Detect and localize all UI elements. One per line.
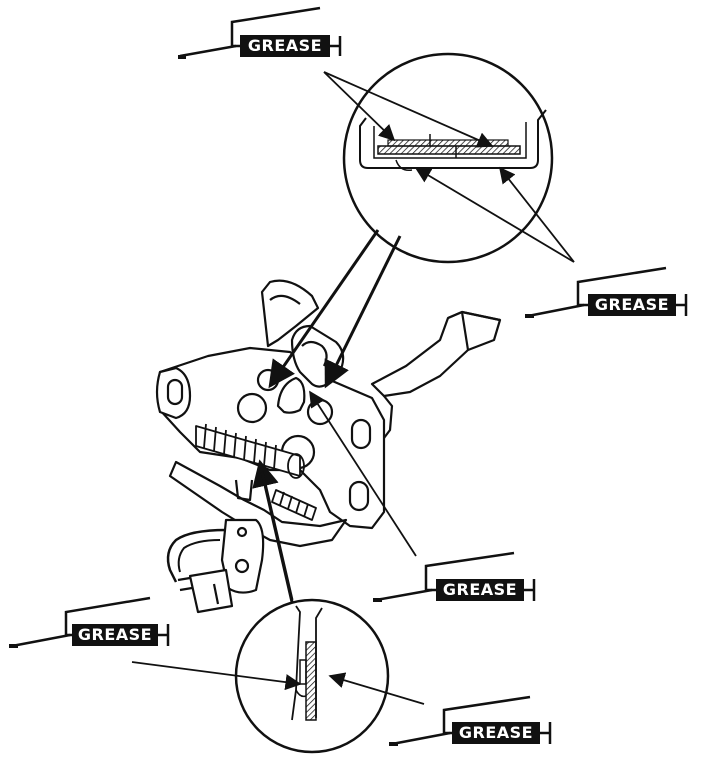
grease-gun-icon (525, 266, 688, 318)
grease-gun-icon (178, 6, 342, 59)
grease-label: GREASE (72, 624, 158, 646)
upper-detail-view (342, 52, 554, 264)
grease-label: GREASE (588, 294, 676, 316)
grease-gun-icon (9, 596, 170, 648)
grease-label: GREASE (452, 722, 540, 744)
grease-label: GREASE (240, 35, 330, 57)
grease-label: GREASE (436, 579, 524, 601)
leader-lines (131, 71, 575, 705)
grease-gun-icon (389, 695, 552, 746)
lower-detail-view (234, 598, 390, 754)
secondary-spring (271, 489, 317, 521)
grease-gun-icon (373, 551, 536, 602)
